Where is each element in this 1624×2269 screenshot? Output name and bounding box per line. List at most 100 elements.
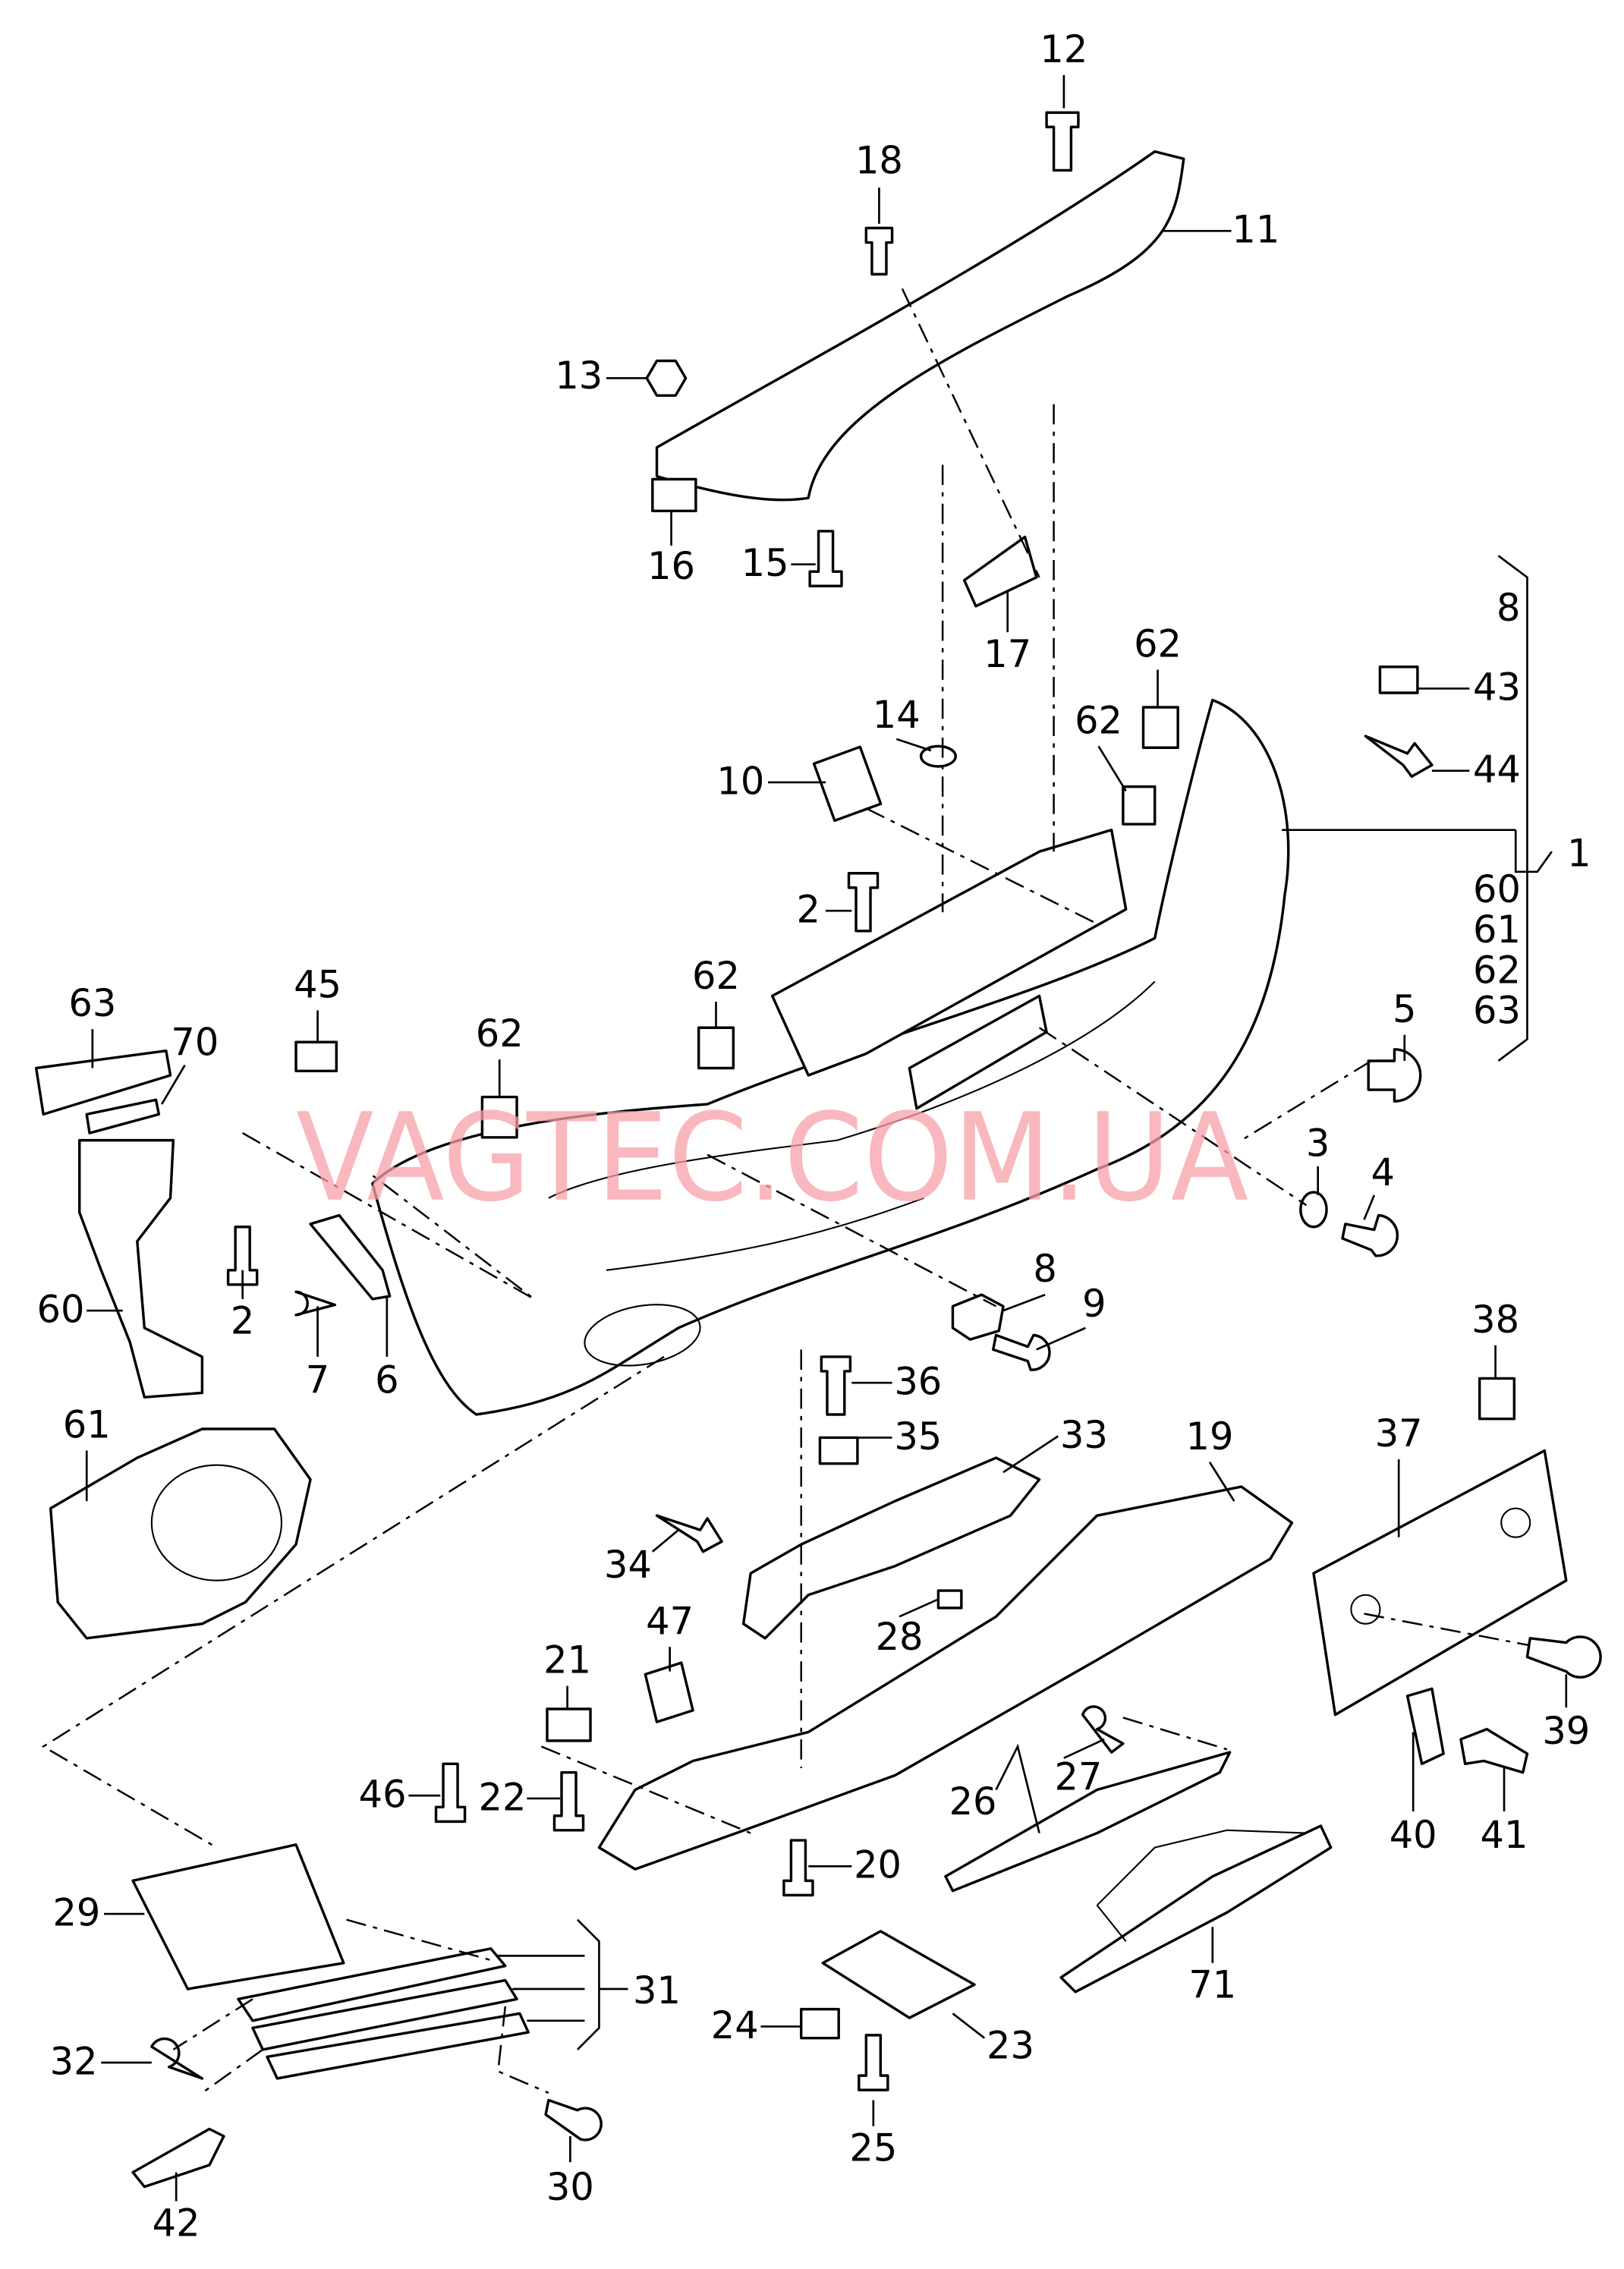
part-39-screw	[1525, 1635, 1602, 1679]
part-22-screw	[552, 1770, 585, 1832]
part-32-screw	[150, 2037, 204, 2080]
callout-18[interactable]: 18	[855, 138, 903, 182]
part-2-clip	[847, 872, 880, 933]
part-26-grille	[944, 1751, 1232, 1893]
callout-6[interactable]: 6	[375, 1358, 398, 1402]
callout-71[interactable]: 71	[1188, 1963, 1236, 2007]
part-46-screw	[434, 1762, 467, 1824]
part-31-strip	[251, 1978, 518, 2051]
watermark: VAGTEC.COM.UA	[296, 1087, 1248, 1229]
part-62-pad	[1141, 706, 1179, 749]
callout-62[interactable]: 62	[1134, 622, 1182, 666]
part-31-strip	[266, 2012, 530, 2080]
callout-13[interactable]: 13	[555, 354, 603, 398]
callout-32[interactable]: 32	[50, 2039, 98, 2083]
callout-8[interactable]: 8	[1033, 1247, 1056, 1291]
part-27-screw	[1081, 1705, 1125, 1754]
part-1-inner-edge	[548, 980, 1156, 1367]
bracket-1	[1497, 555, 1528, 1062]
callout-62[interactable]: 62	[1075, 698, 1122, 742]
part-37-hole	[1500, 1507, 1531, 1538]
callout-4[interactable]: 4	[1371, 1150, 1395, 1194]
callout-36[interactable]: 36	[894, 1360, 942, 1404]
callout-14[interactable]: 14	[873, 693, 921, 737]
callout-16[interactable]: 16	[647, 544, 695, 588]
callout-20[interactable]: 20	[854, 1843, 902, 1887]
callout-63[interactable]: 63	[1473, 989, 1521, 1033]
part-71-reflector	[1059, 1824, 1333, 1994]
callout-44[interactable]: 44	[1473, 747, 1521, 791]
callout-62[interactable]: 62	[1473, 948, 1521, 992]
callout-29[interactable]: 29	[52, 1891, 100, 1935]
callout-24[interactable]: 24	[711, 2003, 759, 2047]
part-38-nut	[1478, 1377, 1516, 1421]
part-5-cap	[1367, 1048, 1422, 1103]
callout-43[interactable]: 43	[1473, 666, 1521, 710]
callout-27[interactable]: 27	[1054, 1755, 1102, 1799]
callout-10[interactable]: 10	[716, 759, 764, 803]
part-24-clip	[800, 2007, 840, 2040]
part-37-plate-holder	[1312, 1449, 1568, 1717]
callout-7[interactable]: 7	[306, 1358, 329, 1402]
parts	[34, 111, 1602, 2189]
callout-3[interactable]: 3	[1306, 1122, 1330, 1166]
part-62-pad	[697, 1026, 735, 1070]
callout-47[interactable]: 47	[646, 1599, 694, 1643]
part-3-washer	[1299, 1191, 1328, 1229]
callout-41[interactable]: 41	[1481, 1813, 1528, 1857]
callout-31[interactable]: 31	[633, 1968, 681, 2013]
callout-30[interactable]: 30	[546, 2165, 594, 2209]
part-7-screw	[294, 1290, 337, 1317]
leader-lines	[85, 74, 1568, 2201]
callout-62[interactable]: 62	[476, 1012, 524, 1056]
callout-17[interactable]: 17	[984, 632, 1031, 676]
callout-15[interactable]: 15	[741, 541, 789, 585]
part-60-bracket	[78, 1138, 204, 1399]
part-4-screw	[1341, 1213, 1399, 1257]
callout-25[interactable]: 25	[849, 2126, 897, 2170]
callout-1[interactable]: 1	[1567, 831, 1591, 875]
callout-60[interactable]: 60	[1473, 867, 1521, 911]
callout-35[interactable]: 35	[894, 1415, 942, 1459]
part-12-clip	[1045, 111, 1080, 172]
callout-60[interactable]: 60	[37, 1287, 85, 1331]
callout-40[interactable]: 40	[1390, 1813, 1437, 1857]
callout-8[interactable]: 8	[1497, 586, 1520, 630]
callout-19[interactable]: 19	[1186, 1415, 1234, 1459]
callout-11[interactable]: 11	[1232, 208, 1279, 252]
part-10-mesh	[812, 745, 883, 823]
callout-34[interactable]: 34	[604, 1543, 652, 1587]
part-30-screw	[544, 2098, 603, 2142]
callout-62[interactable]: 62	[692, 954, 740, 998]
callout-26[interactable]: 26	[949, 1780, 997, 1824]
assembly-lines	[41, 288, 1531, 2094]
part-16-clip	[651, 477, 697, 513]
callout-37[interactable]: 37	[1375, 1411, 1423, 1455]
callout-70[interactable]: 70	[171, 1021, 219, 1065]
callout-5[interactable]: 5	[1393, 987, 1416, 1031]
callout-21[interactable]: 21	[543, 1638, 591, 1682]
callout-46[interactable]: 46	[359, 1773, 407, 1817]
callout-33[interactable]: 33	[1060, 1413, 1108, 1457]
part-33-bracket	[741, 1456, 1041, 1640]
callout-22[interactable]: 22	[479, 1775, 527, 1819]
callout-9[interactable]: 9	[1082, 1282, 1106, 1326]
part-9-screw	[991, 1333, 1051, 1371]
callout-39[interactable]: 39	[1542, 1709, 1590, 1753]
callout-2[interactable]: 2	[797, 888, 820, 932]
callout-23[interactable]: 23	[987, 2023, 1034, 2067]
callout-38[interactable]: 38	[1471, 1298, 1519, 1342]
part-8-clip	[951, 1293, 1005, 1341]
callout-45[interactable]: 45	[294, 962, 341, 1006]
callout-63[interactable]: 63	[68, 981, 116, 1025]
callout-12[interactable]: 12	[1040, 27, 1087, 71]
part-36-clip	[820, 1355, 852, 1416]
part-40-bracket	[1405, 1687, 1445, 1765]
callout-2[interactable]: 2	[231, 1299, 254, 1343]
callout-61[interactable]: 61	[1473, 908, 1521, 952]
part-44-rivet	[1364, 735, 1434, 779]
callout-61[interactable]: 61	[63, 1403, 111, 1447]
callout-42[interactable]: 42	[153, 2201, 200, 2245]
callout-28[interactable]: 28	[876, 1615, 924, 1659]
